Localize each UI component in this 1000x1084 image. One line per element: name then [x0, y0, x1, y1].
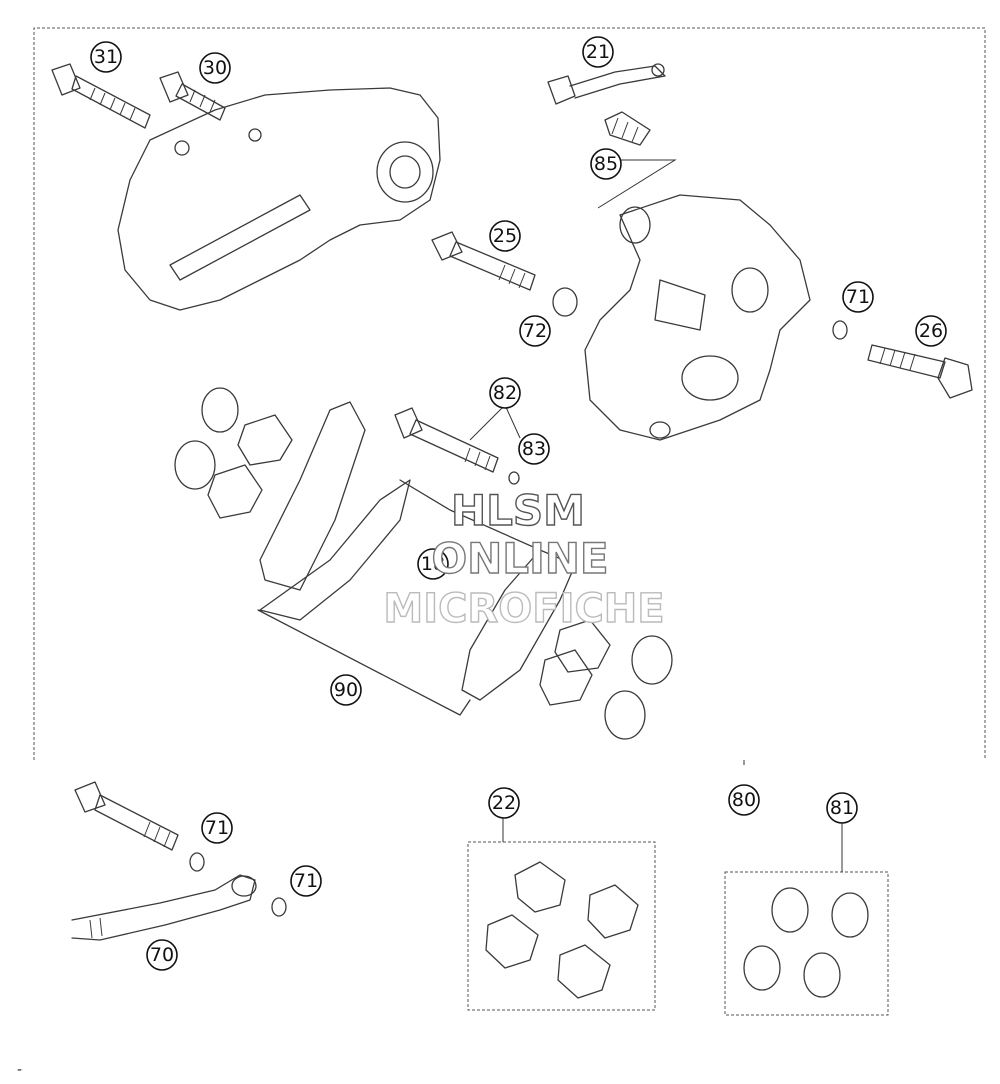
callout-80-label: 80	[732, 789, 756, 811]
piston-kit-22	[485, 861, 639, 999]
callout-72[interactable]: 72	[519, 315, 551, 347]
watermark: HLSM ONLINE MICROFICHE	[383, 485, 666, 632]
clip-83	[508, 471, 520, 485]
pistons-left	[174, 387, 293, 519]
callout-21-label: 21	[586, 41, 610, 63]
seal-kit-81	[743, 887, 869, 998]
caliper-bracket	[117, 87, 441, 311]
leader-lines	[469, 159, 843, 872]
callout-71-upper[interactable]: 71	[842, 281, 874, 313]
callout-71-upper-label: 71	[846, 286, 870, 308]
callout-82-label: 82	[493, 382, 517, 404]
callout-71-lower[interactable]: 71	[290, 865, 322, 897]
bolt-30	[159, 71, 226, 121]
callout-30[interactable]: 30	[199, 52, 231, 84]
watermark-line-3: MICROFICHE	[383, 586, 664, 632]
pin-82	[394, 407, 499, 473]
callout-22[interactable]: 22	[488, 787, 520, 819]
callout-82[interactable]: 82	[489, 377, 521, 409]
pistons-right	[539, 619, 673, 740]
washer-72	[552, 287, 578, 317]
washer-71-upper	[832, 320, 848, 340]
callout-31-label: 31	[94, 46, 118, 68]
callout-22-label: 22	[492, 792, 516, 814]
callout-70-label: 70	[150, 944, 174, 966]
watermark-line-1: HLSM	[451, 486, 585, 535]
callout-71-lower-label: 71	[294, 870, 318, 892]
callout-25-label: 25	[493, 225, 517, 247]
callout-26[interactable]: 26	[915, 315, 947, 347]
callout-25[interactable]: 25	[489, 220, 521, 252]
callout-70[interactable]: 70	[146, 939, 178, 971]
callout-83[interactable]: 83	[518, 433, 550, 465]
callout-71-middle[interactable]: 71	[201, 812, 233, 844]
brake-hose-70	[71, 781, 287, 941]
callout-90-label: 90	[334, 679, 358, 701]
callout-30-label: 30	[203, 57, 227, 79]
bolt-26	[867, 344, 973, 399]
clip-21	[547, 63, 666, 105]
watermark-line-2: ONLINE	[431, 534, 608, 583]
seal-kit-frame	[724, 871, 889, 1016]
callout-31[interactable]: 31	[90, 41, 122, 73]
callout-81[interactable]: 81	[826, 792, 858, 824]
caliper-housing	[584, 194, 811, 441]
callout-71-middle-label: 71	[205, 817, 229, 839]
brake-pads-90	[257, 401, 576, 716]
footer-mark: -	[17, 1062, 23, 1078]
callout-90[interactable]: 90	[330, 674, 362, 706]
callout-21[interactable]: 21	[582, 36, 614, 68]
bolt-31	[51, 63, 151, 129]
assembly-frame	[33, 27, 986, 760]
callout-18-label: 18	[421, 553, 445, 575]
bolt-25	[431, 231, 536, 291]
callout-80[interactable]: 80	[728, 784, 760, 816]
callout-18[interactable]: 18	[417, 548, 449, 580]
callout-83-label: 83	[522, 438, 546, 460]
callout-72-label: 72	[523, 320, 547, 342]
callout-81-label: 81	[830, 797, 854, 819]
piston-kit-frame	[467, 841, 656, 1011]
callout-26-label: 26	[919, 320, 943, 342]
callout-85[interactable]: 85	[590, 148, 622, 180]
bleed-screw-85	[604, 111, 651, 146]
callout-85-label: 85	[594, 153, 618, 175]
